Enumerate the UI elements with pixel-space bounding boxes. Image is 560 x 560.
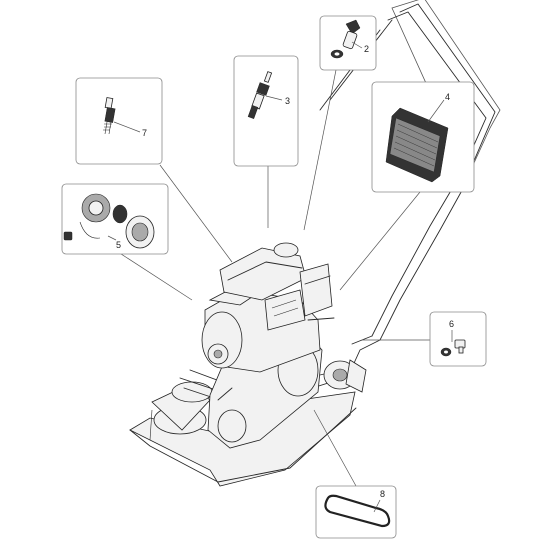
callout-box-2: 2 bbox=[319, 15, 377, 71]
callout-label-6: 6 bbox=[449, 319, 454, 329]
filler-cap-icon bbox=[330, 19, 361, 59]
callout-label-7: 7 bbox=[142, 128, 147, 138]
v-belt-icon bbox=[324, 494, 391, 528]
callout-box-4: 4 bbox=[371, 81, 475, 193]
callout-label-5: 5 bbox=[116, 240, 121, 250]
air-filter-element-icon bbox=[385, 107, 449, 183]
callout-label-3: 3 bbox=[285, 96, 290, 106]
drain-bolt-washer-icon bbox=[440, 339, 466, 357]
callout-label-8: 8 bbox=[380, 489, 385, 499]
callout-box-5: 5 bbox=[61, 183, 169, 255]
leader-lines bbox=[117, 69, 432, 487]
callout-box-6: 6 bbox=[429, 311, 487, 367]
callout-label-4: 4 bbox=[445, 92, 450, 102]
plate-compactor bbox=[129, 242, 367, 487]
callout-box-8: 8 bbox=[315, 485, 397, 539]
callout-box-3: 3 bbox=[233, 55, 299, 167]
callout-box-7: 7 bbox=[75, 77, 163, 165]
recoil-starter-icon bbox=[63, 193, 155, 249]
plug-bolt-icon bbox=[103, 97, 116, 135]
spark-plug-icon bbox=[247, 71, 273, 119]
callout-label-2: 2 bbox=[364, 44, 369, 54]
